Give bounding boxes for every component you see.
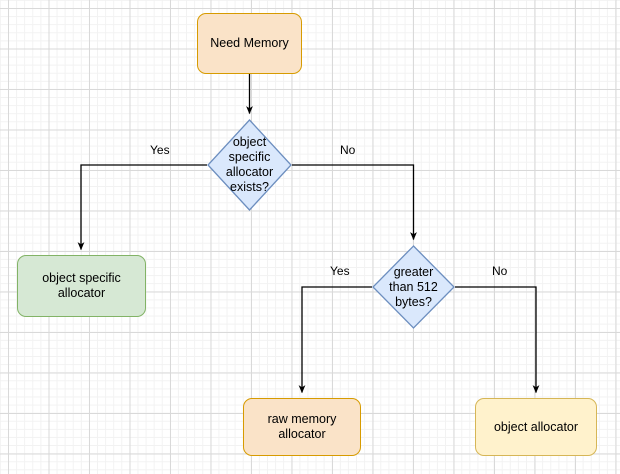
node-raw-memory-allocator[interactable]: raw memory allocator: [243, 398, 361, 456]
node-object-allocator-label: object allocator: [493, 419, 579, 434]
diamond-shape-1: [207, 119, 292, 211]
edge-label-yes-1: Yes: [150, 143, 170, 157]
node-need-memory-label: Need Memory: [210, 36, 289, 50]
node-greater-than-512-bytes[interactable]: greater than 512 bytes?: [372, 245, 455, 329]
edge-label-no-1: No: [340, 143, 356, 157]
node-object-specific-allocator-exists-label: object specific allocator exists?: [225, 135, 274, 194]
node-object-specific-allocator-label: object specific allocator: [42, 271, 121, 300]
edge-label-no-2: No: [492, 264, 508, 278]
node-object-allocator[interactable]: object allocator: [475, 398, 597, 456]
edge-decision-2-yes-to-raw-memory-allocator: [298, 286, 372, 394]
node-raw-memory-allocator-label: raw memory allocator: [267, 412, 337, 441]
edge-label-yes-2: Yes: [330, 264, 350, 278]
edge-decision-2-no-to-object-allocator: [455, 286, 540, 394]
node-greater-than-512-bytes-label: greater than 512 bytes?: [389, 264, 438, 309]
node-object-specific-allocator-exists[interactable]: object specific allocator exists?: [207, 119, 292, 211]
diamond-shape-2: [372, 245, 455, 329]
node-need-memory[interactable]: Need Memory: [197, 13, 302, 74]
edge-decision-1-yes-to-object-specific-allocator: [77, 164, 207, 251]
edge-decision-1-no-to-decision-2: [292, 164, 417, 241]
node-object-specific-allocator[interactable]: object specific allocator: [17, 255, 146, 317]
